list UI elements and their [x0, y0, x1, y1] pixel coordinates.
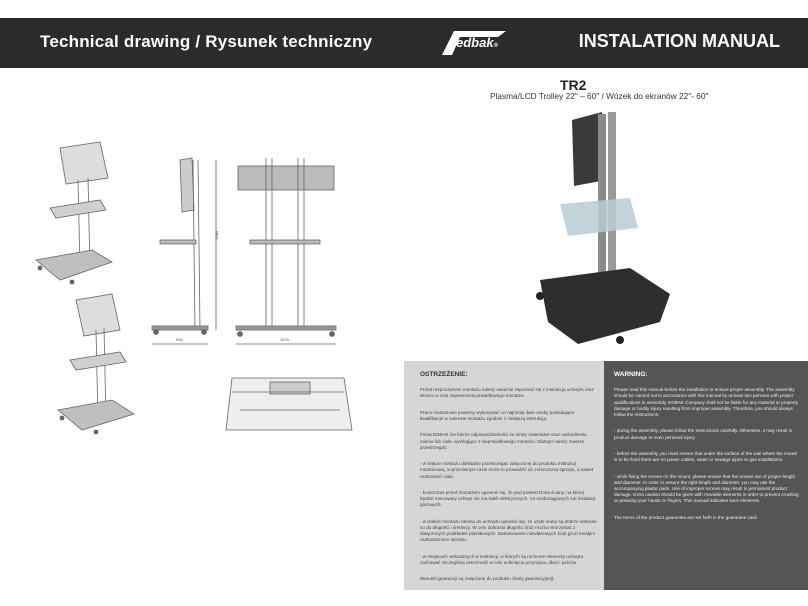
warning-heading-pl: OSTRZEŻENIE: — [420, 371, 468, 378]
iso-view-bottom — [57, 293, 135, 435]
warning-en-paragraph: - before the assembly you must ensure th… — [614, 451, 797, 463]
warranty-note-en: The terms of the product guarantee are s… — [614, 514, 758, 520]
front-view — [235, 158, 337, 345]
iso-view-top — [35, 141, 113, 285]
technical-drawings: 520 1070 1580 — [35, 141, 353, 435]
edbak-logo: edbak® — [440, 25, 510, 61]
warning-pl-paragraph: - w miejscach wskazanych w instrukcji, w… — [420, 553, 584, 566]
product-name: TR2 — [560, 77, 587, 93]
warning-en-paragraph: Please read this manual before the insta… — [614, 387, 799, 418]
warning-pl-paragraph: - koniecznie przed montażem upewnić się,… — [420, 490, 596, 508]
warning-text-pl: Przed rozpoczęciem montażu należy uważni… — [420, 381, 598, 593]
warning-pl-paragraph: - w trakcie montażu dokładnie przestrzeg… — [420, 461, 594, 479]
warning-pl-paragraph: Przed rozpoczęciem montażu należy uważni… — [420, 387, 594, 399]
warranty-note-pl: Warunki gwarancji są załączone do produk… — [420, 576, 555, 582]
width-dimension: 1070 — [280, 337, 290, 342]
warning-panel-en: WARNING: Please read this manual before … — [604, 361, 808, 590]
product-subtitle: Plasma/LCD Trolley 22" – 60" / Wózek do … — [490, 91, 709, 101]
logo-text: edbak® — [456, 35, 498, 50]
top-view — [225, 377, 353, 431]
warning-pl-paragraph: Prace montażowe powinny wykonywać co naj… — [420, 409, 575, 422]
side-view — [151, 157, 217, 345]
warning-heading-en: WARNING: — [614, 371, 648, 378]
warning-text-en: Please read this manual before the insta… — [614, 381, 800, 531]
header-band: Technical drawing / Rysunek techniczny e… — [0, 18, 808, 68]
technical-drawing-title: Technical drawing / Rysunek techniczny — [40, 32, 373, 51]
warning-en-paragraph: - while fixing the screen on the mount, … — [614, 473, 799, 504]
warning-pl-paragraph: - w trakcie montażu ekranu do uchwytu up… — [420, 518, 597, 543]
depth-dimension: 520 — [176, 337, 183, 342]
logo-swoosh-icon — [442, 31, 506, 55]
installation-manual-title: INSTALATION MANUAL — [578, 31, 780, 51]
product-photo — [536, 112, 670, 344]
warning-en-paragraph: - during the assembly, please follow the… — [614, 428, 793, 440]
warning-pl-paragraph: Firma EDBAK nie bierze odpowiedzialności… — [420, 432, 587, 450]
warning-panel-pl: OSTRZEŻENIE: Przed rozpoczęciem montażu … — [404, 361, 604, 590]
height-dimension: 1580 — [214, 230, 219, 240]
